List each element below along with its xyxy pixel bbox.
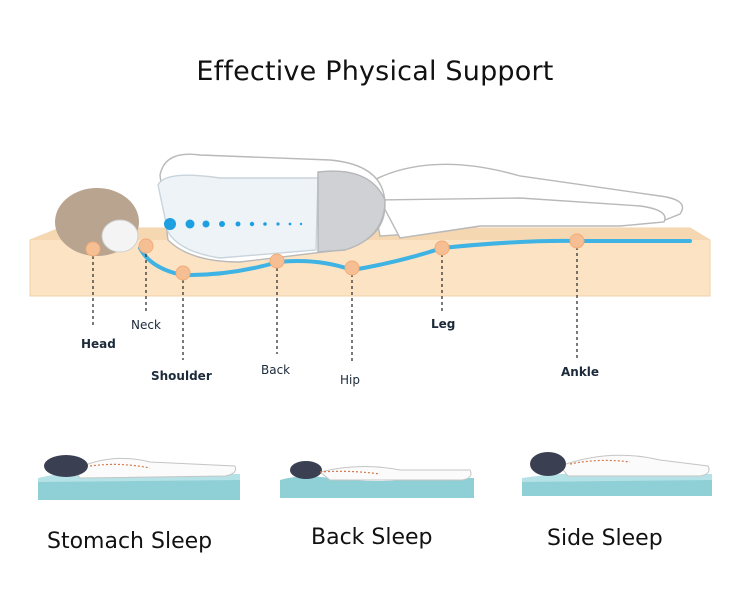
head-shape [55,188,139,256]
label-leg: Leg [431,317,456,331]
neck-point [138,238,154,254]
shoulder-point [175,265,191,281]
leg-point [434,240,450,256]
label-head: Head [81,337,116,351]
caption-side-sleep: Side Sleep [547,526,663,551]
point-markers [85,233,585,281]
leader-lines [92,247,578,364]
hip-point [344,260,360,276]
label-hip: Hip [340,373,360,387]
stomach-sleep-illustration [38,455,240,500]
page-title: Effective Physical Support [196,56,554,87]
label-ankle: Ankle [561,365,600,379]
label-back: Back [261,363,291,377]
caption-back-sleep: Back Sleep [311,525,433,550]
side-sleep-illustration [522,452,712,496]
ankle-point [569,233,585,249]
label-neck: Neck [131,318,161,332]
caption-stomach-sleep: Stomach Sleep [47,529,213,554]
head-point [85,241,101,257]
label-shoulder: Shoulder [151,369,212,383]
back-point [269,253,285,269]
body-outline [157,153,684,263]
spine-dots [164,218,303,230]
back-sleep-illustration [280,461,474,498]
